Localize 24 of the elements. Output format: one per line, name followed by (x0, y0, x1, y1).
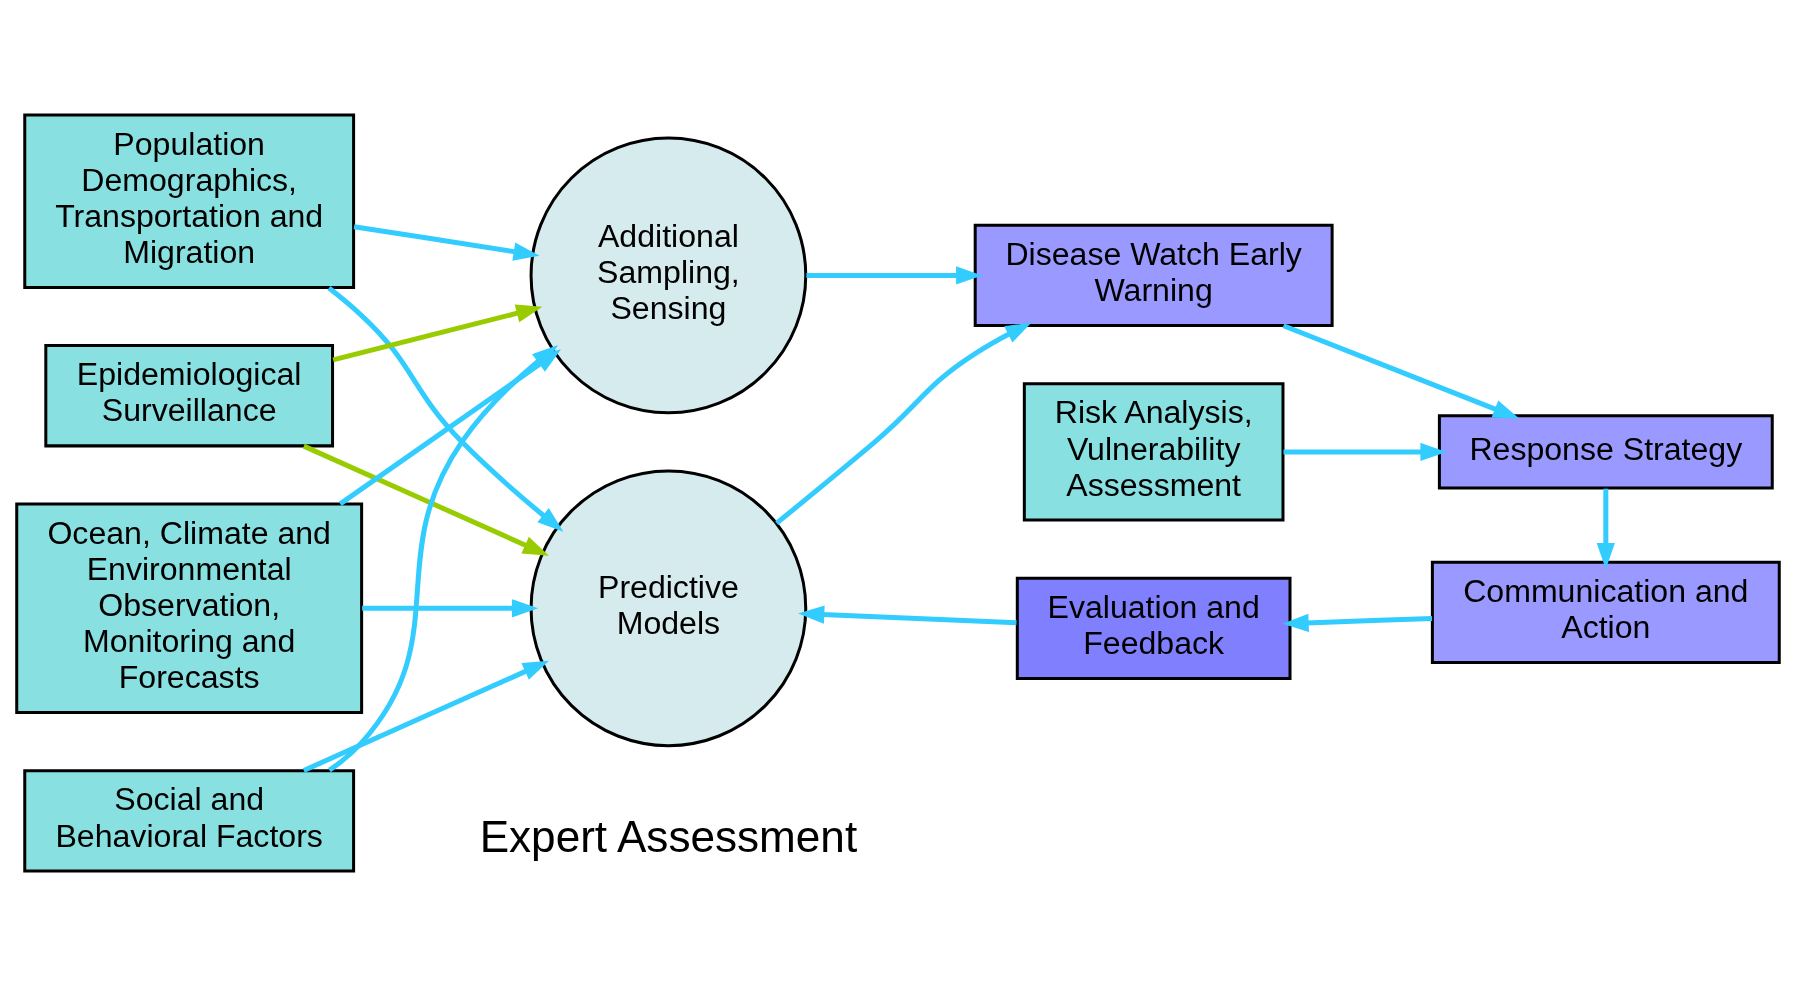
node-box: Social and Behavioral Factors (23, 769, 356, 873)
node-box: Epidemiological Surveillance (44, 344, 335, 448)
node-box: Response Strategy (1437, 414, 1774, 490)
arrow (353, 224, 540, 261)
node-circle: Predictive Models (529, 469, 808, 748)
arrow (302, 443, 549, 556)
arrow (1282, 613, 1433, 632)
arrow (798, 605, 1017, 626)
arrow (1282, 323, 1520, 419)
node-box: Risk Analysis, Vulnerability Assessment (1022, 382, 1285, 522)
node-box: Population Demographics, Transportation and Migration (23, 113, 356, 289)
arrow (1596, 488, 1615, 570)
arrow (332, 304, 543, 363)
node-box: Disease Watch Early Warning (973, 223, 1334, 328)
arrow (1283, 442, 1447, 462)
arrow (302, 660, 549, 773)
arrow (806, 266, 983, 285)
node-box: Evaluation and Feedback (1015, 576, 1292, 680)
arrow (775, 322, 1032, 526)
label: Expert Assessment (479, 812, 858, 862)
node-box: Communication and Action (1430, 560, 1781, 664)
arrow (362, 599, 539, 618)
node-box: Ocean, Climate and Environmental Observation, Monitoring and Forecasts (15, 502, 364, 715)
arrow (327, 344, 559, 773)
